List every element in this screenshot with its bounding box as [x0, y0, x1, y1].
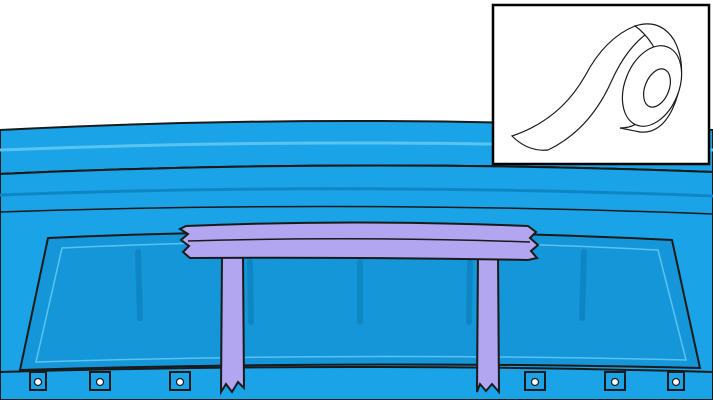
tape-roll-inset	[493, 5, 709, 164]
bumper-rib	[250, 262, 251, 322]
mount-hole	[532, 379, 539, 386]
bumper-rib	[469, 262, 470, 322]
mount-hole	[673, 379, 680, 386]
mount-hole	[177, 379, 184, 386]
mount-hole	[97, 379, 104, 386]
mount-hole	[612, 379, 619, 386]
mount-hole	[35, 379, 42, 386]
tape-strip-vertical-left	[221, 255, 244, 392]
tape-strip-vertical-right	[477, 255, 499, 392]
bumper-rib	[138, 252, 140, 318]
bumper-rib	[582, 252, 584, 318]
